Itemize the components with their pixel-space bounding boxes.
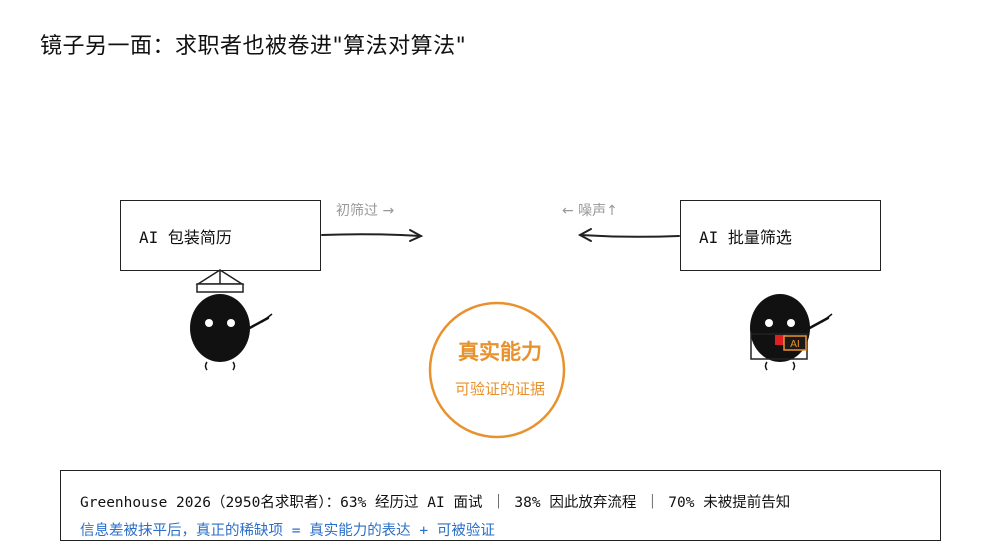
ai-screening-label: AI 批量筛选 [699, 227, 792, 247]
right-arrow [321, 229, 424, 242]
footer-stats-text: Greenhouse 2026（2950名求职者）：63% 经历过 AI 面试 … [80, 495, 791, 511]
center-circle [428, 301, 566, 439]
page-title: 镜子另一面：求职者也被卷进"算法对算法" [40, 34, 467, 59]
graduation-hat-icon [195, 269, 245, 293]
left-arrow [577, 228, 680, 242]
footer-conclusion-text: 信息差被抹平后，真正的稀缺项 = 真实能力的表达 + 可被验证 [80, 523, 495, 539]
ai-resume-label: AI 包装简历 [139, 227, 232, 247]
pass-screen-label: 初筛过 → [336, 203, 395, 219]
noise-label: ← 噪声↑ [562, 203, 618, 219]
left-character-icon [190, 294, 273, 371]
right-character-icon: AI [750, 294, 833, 371]
footer-box: Greenhouse 2026（2950名求职者）：63% 经历过 AI 面试 … [60, 470, 941, 541]
real-ability-text: 真实能力 [458, 340, 542, 364]
ai-badge-text: AI [790, 339, 800, 350]
verifiable-evidence-text: 可验证的证据 [454, 380, 545, 398]
ai-screening-box: AI 批量筛选 [680, 200, 881, 271]
ai-resume-box: AI 包装简历 [120, 200, 321, 271]
